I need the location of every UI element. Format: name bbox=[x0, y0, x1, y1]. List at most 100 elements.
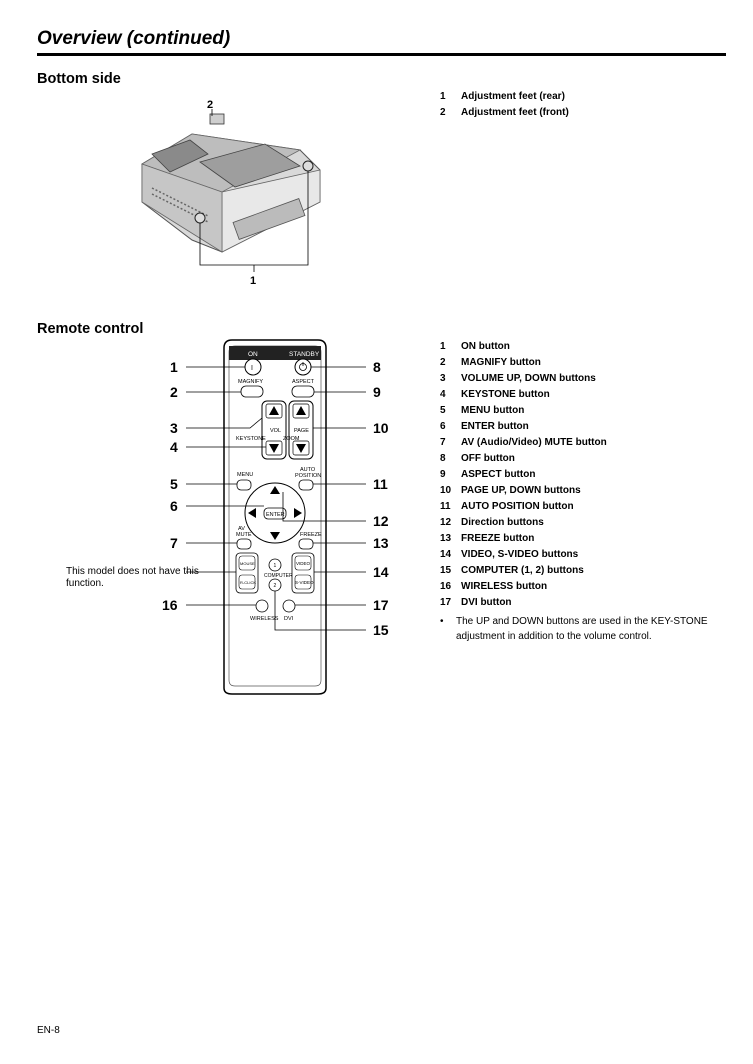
av-mute-button bbox=[236, 538, 252, 550]
computer-1-button bbox=[268, 558, 282, 572]
projector-bottom-illustration bbox=[141, 109, 321, 272]
list-item: 16 WIRELESS button bbox=[440, 579, 607, 595]
off-button bbox=[294, 358, 312, 376]
item-number: 12 bbox=[440, 517, 452, 528]
list-item: 2 Adjustment feet (front) bbox=[440, 105, 569, 121]
item-label: Direction buttons bbox=[461, 517, 544, 528]
item-label: ENTER button bbox=[461, 421, 529, 432]
page-number: EN-8 bbox=[37, 1025, 60, 1036]
item-label: VIDEO, S-VIDEO buttons bbox=[461, 549, 579, 560]
item-label: COMPUTER (1, 2) buttons bbox=[461, 565, 584, 576]
video-label: VIDEO bbox=[296, 561, 311, 566]
item-number: 7 bbox=[440, 437, 446, 448]
on-button bbox=[244, 358, 262, 376]
list-item: 1 Adjustment feet (rear) bbox=[440, 89, 569, 105]
callout-6: 6 bbox=[170, 498, 178, 514]
wireless-label: WIRELESS bbox=[250, 616, 279, 622]
item-number: 17 bbox=[440, 597, 452, 608]
list-item: 14 VIDEO, S-VIDEO buttons bbox=[440, 547, 607, 563]
item-label: AV (Audio/Video) MUTE button bbox=[461, 437, 607, 448]
item-label: VOLUME UP, DOWN buttons bbox=[461, 373, 596, 384]
item-label: WIRELESS button bbox=[461, 581, 548, 592]
menu-button bbox=[236, 479, 252, 491]
auto-label-2: POSITION bbox=[295, 473, 321, 479]
item-label: KEYSTONE button bbox=[461, 389, 550, 400]
callout-4: 4 bbox=[170, 439, 178, 455]
list-item: 2 MAGNIFY button bbox=[440, 355, 607, 371]
computer-2-label: 2 bbox=[274, 583, 277, 589]
callout-17: 17 bbox=[373, 597, 389, 613]
item-label: Adjustment feet (front) bbox=[461, 107, 569, 118]
auto-position-button bbox=[298, 479, 314, 491]
item-label: PAGE UP, DOWN buttons bbox=[461, 485, 581, 496]
remote-control-heading: Remote control bbox=[37, 321, 144, 337]
page-title: Overview (continued) bbox=[37, 28, 231, 49]
computer-label: COMPUTER bbox=[264, 573, 293, 579]
list-item: 15 COMPUTER (1, 2) buttons bbox=[440, 563, 607, 579]
aspect-button bbox=[291, 385, 315, 398]
item-label: FREEZE button bbox=[461, 533, 535, 544]
callout-7: 7 bbox=[170, 535, 178, 551]
list-item: 3 VOLUME UP, DOWN buttons bbox=[440, 371, 607, 387]
enter-label: ENTER bbox=[266, 512, 285, 518]
list-item: 13 FREEZE button bbox=[440, 531, 607, 547]
item-number: 10 bbox=[440, 485, 452, 496]
menu-label: MENU bbox=[237, 472, 253, 478]
list-item: 17 DVI button bbox=[440, 595, 607, 611]
bottom-side-list: 1 Adjustment feet (rear) 2 Adjustment feet… bbox=[440, 89, 569, 121]
freeze-label: FREEZE bbox=[300, 532, 322, 538]
svideo-label: S-VIDEO bbox=[295, 580, 314, 585]
on-label: ON bbox=[248, 351, 258, 358]
item-number: 9 bbox=[440, 469, 446, 480]
wireless-button bbox=[255, 599, 269, 613]
item-label: ASPECT button bbox=[461, 469, 536, 480]
callout-14: 14 bbox=[373, 564, 389, 580]
list-item: 5 MENU button bbox=[440, 403, 607, 419]
list-item: 12 Direction buttons bbox=[440, 515, 607, 531]
item-number: 16 bbox=[440, 581, 452, 592]
callout-10: 10 bbox=[373, 420, 389, 436]
item-label: MENU button bbox=[461, 405, 525, 416]
item-label: OFF button bbox=[461, 453, 515, 464]
item-number: 4 bbox=[440, 389, 446, 400]
rclick-label: R-CLICK bbox=[240, 580, 256, 585]
usage-note: • The UP and DOWN buttons are used in th… bbox=[440, 614, 720, 644]
callout-bottom-2: 2 bbox=[207, 99, 214, 111]
freeze-button bbox=[298, 538, 314, 550]
callout-8: 8 bbox=[373, 359, 381, 375]
callout-15: 15 bbox=[373, 622, 389, 638]
callout-3: 3 bbox=[170, 420, 178, 436]
item-number: 15 bbox=[440, 565, 452, 576]
magnify-label: MAGNIFY bbox=[238, 379, 263, 385]
item-number: 2 bbox=[440, 107, 446, 118]
item-number: 11 bbox=[440, 501, 451, 512]
magnify-button bbox=[240, 385, 264, 398]
item-number: 13 bbox=[440, 533, 452, 544]
callout-bottom-1: 1 bbox=[250, 275, 257, 287]
item-label: Adjustment feet (rear) bbox=[461, 91, 565, 102]
item-label: ON button bbox=[461, 341, 510, 352]
item-number: 3 bbox=[440, 373, 446, 384]
item-number: 1 bbox=[440, 341, 446, 352]
item-number: 1 bbox=[440, 91, 446, 102]
computer-1-label: 1 bbox=[274, 563, 277, 569]
note-text: The UP and DOWN buttons are used in the … bbox=[456, 616, 708, 642]
callout-9: 9 bbox=[373, 384, 381, 400]
item-number: 5 bbox=[440, 405, 446, 416]
bottom-side-heading: Bottom side bbox=[37, 71, 121, 87]
list-item: 7 AV (Audio/Video) MUTE button bbox=[440, 435, 607, 451]
callout-5: 5 bbox=[170, 476, 178, 492]
item-label: DVI button bbox=[461, 597, 512, 608]
remote-top-band bbox=[229, 346, 321, 360]
item-number: 14 bbox=[440, 549, 452, 560]
callout-11: 11 bbox=[373, 476, 388, 492]
item-number: 2 bbox=[440, 357, 446, 368]
on-symbol: I bbox=[251, 365, 253, 372]
item-label: MAGNIFY button bbox=[461, 357, 541, 368]
callout-2: 2 bbox=[170, 384, 178, 400]
callout-16: 16 bbox=[162, 597, 178, 613]
